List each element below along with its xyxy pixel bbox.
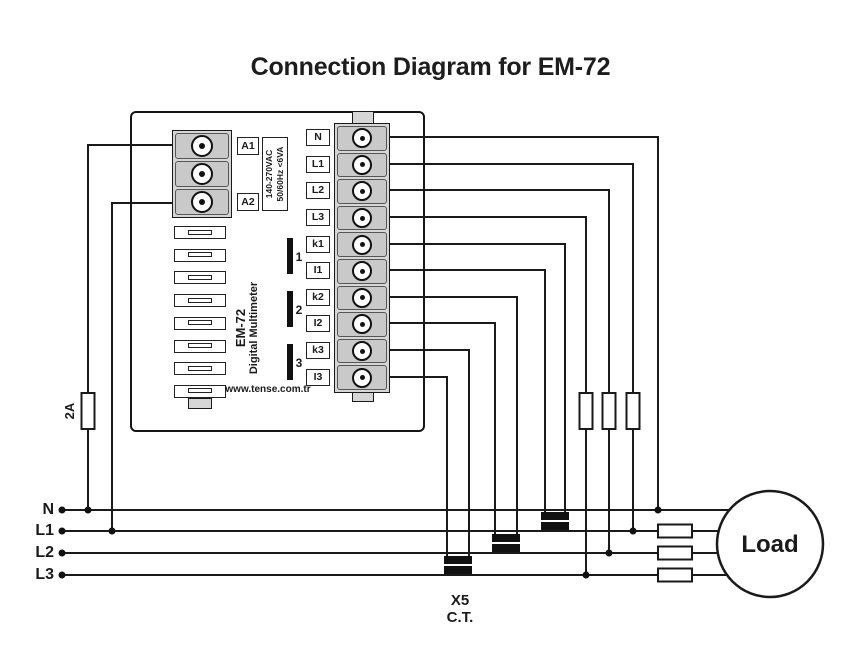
fuse-load-l3	[657, 567, 693, 583]
supply-fuse-label: 2A	[62, 402, 77, 420]
terminal-i1	[337, 258, 387, 284]
pin-connector	[174, 384, 226, 398]
fuse-drop-l1	[625, 392, 641, 430]
rating-line-2: 50/60Hz <6VA	[275, 146, 285, 202]
terminal-label-i3: I3	[306, 368, 330, 386]
fuse-load-l1	[657, 523, 693, 539]
page-title: Connection Diagram for EM-72	[250, 53, 611, 81]
device-model-text: EM-72 Digital Multimeter	[232, 263, 262, 393]
terminal-label-l3: L3	[306, 208, 330, 226]
terminal-n	[337, 126, 387, 151]
bus-label-l2: L2	[35, 544, 54, 561]
ct-ratio-label: X5	[450, 592, 470, 609]
terminal-label-k2: k2	[306, 288, 330, 306]
terminal-k2	[337, 285, 387, 311]
terminal-i2	[337, 312, 387, 337]
terminal-label-k3: k3	[306, 341, 330, 359]
terminal-label-n: N	[306, 128, 330, 146]
wire-n	[389, 136, 659, 510]
terminal-i3	[337, 365, 387, 390]
measurement-terminal-strip	[334, 123, 390, 393]
ct-l3-bar-top	[444, 556, 472, 564]
terminal-label-i2: I2	[306, 314, 330, 332]
terminal-k3	[337, 338, 387, 364]
terminal-screw-icon	[352, 234, 372, 255]
ct-l1-bar-bottom	[541, 522, 569, 530]
power-terminal-a2	[175, 189, 229, 215]
pin-connector	[174, 271, 226, 285]
ct-input-bar-3	[287, 344, 293, 380]
terminal-screw-icon	[352, 314, 372, 335]
power-rating-text: 140-270VAC 50/60Hz <6VA	[262, 137, 288, 211]
terminal-screw-icon	[352, 208, 372, 229]
fuse-drop-l2	[601, 392, 617, 430]
terminal-label-l1: L1	[306, 155, 330, 173]
ct-input-number-3: 3	[295, 356, 303, 370]
terminal-label-l2: L2	[306, 181, 330, 199]
model-name: EM-72	[232, 308, 248, 348]
current-transformers	[444, 512, 569, 574]
terminal-screw-icon	[352, 287, 372, 308]
fuse-load-l2	[657, 545, 693, 561]
model-subtitle: Digital Multimeter	[248, 281, 261, 375]
terminal-label-k1: k1	[306, 235, 330, 253]
bus-label-n: N	[42, 501, 54, 518]
terminal-l2	[337, 179, 387, 204]
pin-connector	[174, 226, 226, 239]
power-rating-box	[262, 137, 288, 211]
power-terminal-block	[172, 130, 232, 218]
bus-label-l3: L3	[35, 566, 54, 583]
brand-website: www.tense.com.tr	[225, 384, 311, 395]
pin-connector	[174, 362, 226, 376]
terminal-screw-icon	[191, 163, 213, 185]
pin-connector	[174, 339, 226, 353]
terminal-l3	[337, 205, 387, 231]
ct-abbrev-label: C.T.	[446, 609, 474, 626]
label-a1: A1	[237, 137, 259, 155]
ct-input-bar-1	[287, 238, 293, 274]
terminal-screw-icon	[352, 128, 372, 149]
terminal-screw-icon	[352, 261, 372, 282]
junction-dots	[58, 506, 662, 579]
label-a2: A2	[237, 193, 259, 211]
terminal-screw-icon	[352, 181, 372, 202]
pin-connector	[174, 248, 226, 262]
terminal-screw-icon	[191, 135, 213, 157]
bus-label-l1: L1	[35, 522, 54, 539]
fuse-2a	[80, 392, 96, 430]
pin-connector	[174, 294, 226, 308]
connector-pin-strip	[174, 226, 226, 398]
load-label: Load	[741, 531, 799, 558]
ct-input-bar-2	[287, 291, 293, 327]
ct-l2-bar-top	[492, 534, 520, 542]
ct-input-number-1: 1	[295, 250, 303, 264]
terminal-l1	[337, 152, 387, 178]
power-terminal-a1	[175, 133, 229, 159]
pin-strip-tab	[188, 398, 212, 409]
ct-l1-bar-top	[541, 512, 569, 520]
ct-l2-bar-bottom	[492, 544, 520, 552]
terminal-screw-icon	[352, 154, 372, 175]
terminal-screw-icon	[352, 367, 372, 388]
ct-input-number-2: 2	[295, 303, 303, 317]
terminal-label-i1: I1	[306, 261, 330, 279]
wire-l1	[389, 163, 634, 531]
power-terminal-mid	[175, 161, 229, 187]
pin-connector	[174, 316, 226, 330]
terminal-screw-icon	[191, 191, 213, 213]
terminal-screw-icon	[352, 341, 372, 362]
terminal-k1	[337, 232, 387, 257]
rating-line-1: 140-270VAC	[264, 149, 275, 199]
fuse-drop-l3	[578, 392, 594, 430]
ct-l3-bar-bottom	[444, 566, 472, 574]
